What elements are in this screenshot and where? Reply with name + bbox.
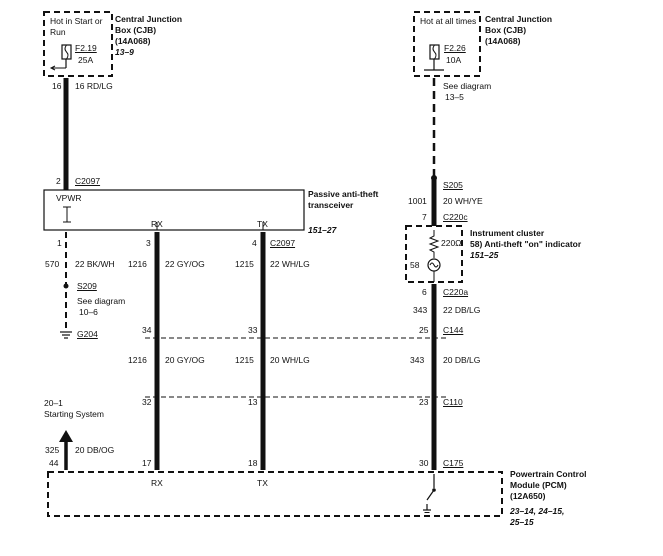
wire-570-circuit: 570 bbox=[45, 259, 60, 269]
cluster-title: Instrument cluster bbox=[470, 228, 545, 238]
resistor-value: 220Ω bbox=[441, 238, 462, 248]
pcm-box bbox=[47, 471, 503, 517]
pin-3: 3 bbox=[146, 238, 151, 248]
fuse-right-icon bbox=[424, 44, 444, 71]
cjb-right-title: Central Junction Box (CJB) bbox=[485, 14, 553, 35]
fuse-left-icon bbox=[49, 44, 72, 71]
pcm-title: Powertrain Control Module (PCM) (12A650) bbox=[510, 469, 587, 501]
cjb-right-fuse: F2.26 bbox=[444, 43, 466, 53]
cjb-left-title: Central Junction Box (CJB) bbox=[115, 14, 183, 35]
pin-4: 4 bbox=[252, 238, 257, 248]
arrow-up-icon bbox=[59, 430, 73, 442]
pcm-tx: TX bbox=[257, 478, 268, 488]
cjb-right-power-label: Hot at all times bbox=[420, 16, 477, 26]
c2097-bottom: C2097 bbox=[270, 238, 296, 248]
c144-pin-25: 25 bbox=[419, 325, 429, 335]
wire-1001-circuit: 1001 bbox=[408, 196, 427, 206]
c110-pin-23: 23 bbox=[419, 397, 429, 407]
c2097-top-pin: 2 bbox=[56, 176, 61, 186]
cjb-right-rating: 10A bbox=[446, 55, 462, 65]
wire-mid-343: 343 bbox=[410, 355, 425, 365]
wire-mid-343-color: 20 DB/LG bbox=[443, 355, 481, 365]
cjb-right-box bbox=[413, 11, 481, 77]
transceiver-tx: TX bbox=[257, 219, 268, 229]
c110-pin-32: 32 bbox=[142, 397, 152, 407]
cluster-ref: 151–25 bbox=[470, 250, 499, 260]
cjb-left-part: (14A068) bbox=[115, 36, 151, 46]
switch-icon bbox=[423, 474, 436, 513]
cjb-left-power-label: Hot in Start or Run bbox=[50, 16, 103, 37]
transceiver-box bbox=[43, 189, 305, 231]
ground-g204: G204 bbox=[77, 329, 98, 339]
wire-mid-1216: 1216 bbox=[128, 355, 147, 365]
cjb-left-rating: 25A bbox=[78, 55, 94, 65]
transceiver-ref: 151–27 bbox=[308, 225, 337, 235]
wire-343-color: 22 DB/LG bbox=[443, 305, 481, 315]
splice-s205: S205 bbox=[443, 180, 463, 190]
cluster-indicator: 58) Anti-theft "on" indicator bbox=[470, 239, 582, 249]
c2097-top-name: C2097 bbox=[75, 176, 101, 186]
pin-58: 58 bbox=[410, 260, 420, 270]
vpwr-label: VPWR bbox=[56, 193, 82, 203]
starting-system-label: Starting System bbox=[44, 409, 104, 419]
pin-6: 6 bbox=[422, 287, 427, 297]
wire-325-color: 20 DB/OG bbox=[75, 445, 115, 455]
pin-7: 7 bbox=[422, 212, 427, 222]
wire-325-circuit: 325 bbox=[45, 445, 60, 455]
wire-343-circuit: 343 bbox=[413, 305, 428, 315]
c175-pin-18: 18 bbox=[248, 458, 258, 468]
wire-16-circuit: 16 bbox=[52, 81, 62, 91]
cjb-left-box bbox=[43, 11, 113, 77]
c144-pin-34: 34 bbox=[142, 325, 152, 335]
transceiver-rx: RX bbox=[151, 219, 163, 229]
c175-pin-44: 44 bbox=[49, 458, 59, 468]
pcm-ref: 23–14, 24–15, 25–15 bbox=[510, 506, 565, 527]
c220a: C220a bbox=[443, 287, 469, 297]
see-diagram-right: See diagram bbox=[443, 81, 492, 91]
c110-pin-13: 13 bbox=[248, 397, 258, 407]
cjb-left-ref: 13–9 bbox=[115, 47, 134, 57]
wire-570-color: 22 BK/WH bbox=[75, 259, 115, 269]
c110-name: C110 bbox=[443, 397, 463, 407]
wire-mid-1215: 1215 bbox=[235, 355, 254, 365]
starting-system-ref: 20–1 bbox=[44, 398, 63, 408]
splice-s209: S209 bbox=[77, 281, 97, 291]
wire-16-color: 16 RD/LG bbox=[75, 81, 113, 91]
wire-1215-color: 22 WH/LG bbox=[270, 259, 310, 269]
wire-1216-color: 22 GY/OG bbox=[165, 259, 205, 269]
ground-g204-icon bbox=[60, 331, 72, 339]
pin-1: 1 bbox=[57, 238, 62, 248]
wire-mid-1216-color: 20 GY/OG bbox=[165, 355, 205, 365]
wire-mid-1215-color: 20 WH/LG bbox=[270, 355, 310, 365]
c175-pin-30: 30 bbox=[419, 458, 429, 468]
wire-1001-color: 20 WH/YE bbox=[443, 196, 483, 206]
c175-pin-17: 17 bbox=[142, 458, 152, 468]
lamp-icon bbox=[427, 258, 441, 282]
c220c: C220c bbox=[443, 212, 468, 222]
cjb-right-part: (14A068) bbox=[485, 36, 521, 46]
see-diagram-10-6: See diagram bbox=[77, 296, 126, 306]
cjb-left-fuse: F2.19 bbox=[75, 43, 97, 53]
wire-1215-circuit: 1215 bbox=[235, 259, 254, 269]
wire-1216-circuit: 1216 bbox=[128, 259, 147, 269]
transceiver-title: Passive anti-theft transceiver bbox=[308, 189, 379, 210]
pcm-rx: RX bbox=[151, 478, 163, 488]
c144-name: C144 bbox=[443, 325, 464, 335]
c144-pin-33: 33 bbox=[248, 325, 258, 335]
see-diagram-right-ref: 13–5 bbox=[445, 92, 464, 102]
resistor-icon bbox=[428, 230, 440, 258]
c175-name: C175 bbox=[443, 458, 464, 468]
see-diagram-10-6-ref: 10–6 bbox=[79, 307, 98, 317]
